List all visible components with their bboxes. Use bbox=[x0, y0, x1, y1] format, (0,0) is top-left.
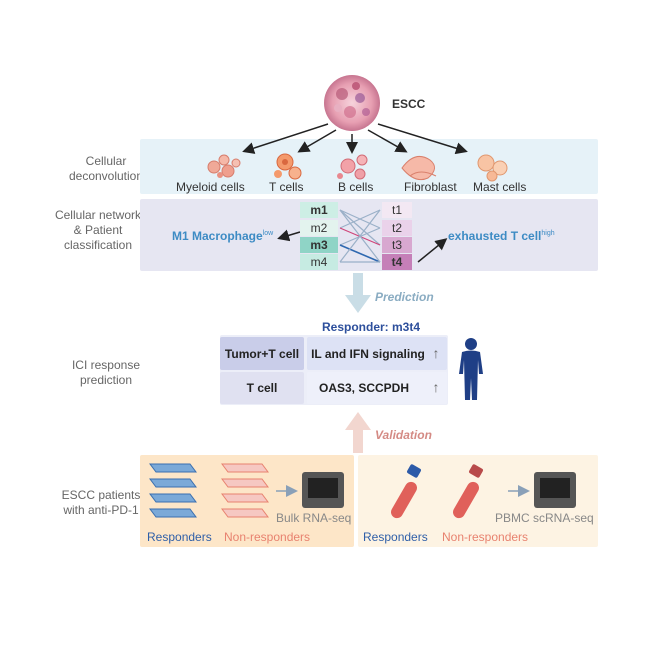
exhausted-t-cell-text: exhausted T cell bbox=[448, 229, 542, 243]
row-label-patients: ESCC patients with anti-PD-1 bbox=[61, 488, 141, 517]
pbmc-responders-label: Responders bbox=[363, 530, 428, 544]
table-row1-arrow: ↑ bbox=[432, 345, 440, 361]
m-node-2: m2 bbox=[300, 220, 338, 236]
fibroblast-icon bbox=[401, 155, 437, 181]
network-edges bbox=[339, 209, 381, 263]
m1-macrophage-sup: low bbox=[262, 230, 274, 237]
mast-cells-icon bbox=[477, 154, 508, 182]
m-node-3: m3 bbox=[300, 237, 338, 253]
prediction-arrow bbox=[345, 273, 371, 313]
bulk-nonresponders-label: Non-responders bbox=[224, 530, 311, 544]
responder-label: Responder: m3t4 bbox=[322, 320, 421, 334]
t-node-4: t4 bbox=[382, 254, 412, 270]
cell-label-fibroblast: Fibroblast bbox=[404, 180, 457, 194]
table-name-col-row2 bbox=[220, 372, 304, 404]
table-name-col-row1 bbox=[220, 337, 304, 370]
exhausted-t-cell-label: exhausted T cellhigh bbox=[448, 229, 555, 243]
cell-label-myeloid: Myeloid cells bbox=[176, 180, 245, 194]
t-node-2: t2 bbox=[382, 220, 412, 236]
table-row2-name: T cell bbox=[246, 381, 278, 395]
cell-label-mast: Mast cells bbox=[473, 180, 527, 194]
table-row1-name: Tumor+T cell bbox=[224, 347, 300, 361]
pbmc-nonresponders-label: Non-responders bbox=[442, 530, 529, 544]
nonresponder-tube-icon bbox=[453, 464, 483, 519]
m1-macrophage-label: M1 Macrophagelow bbox=[172, 229, 273, 243]
row-label-network: Cellular network & Patient classificatio… bbox=[54, 208, 142, 252]
m-node-4: m4 bbox=[300, 254, 338, 270]
b-cells-icon bbox=[337, 154, 368, 180]
m1-macrophage-text: M1 Macrophage bbox=[172, 229, 263, 243]
validation-arrow bbox=[345, 412, 371, 453]
validation-label: Validation bbox=[375, 428, 432, 442]
myeloid-cells-icon bbox=[207, 154, 241, 178]
nonresponder-slides-icon bbox=[221, 463, 269, 518]
tumor-title: ESCC bbox=[392, 97, 426, 111]
table-row1-result: IL and IFN signaling bbox=[311, 347, 425, 361]
prediction-label: Prediction bbox=[375, 290, 434, 304]
row-label-deconvolution: Cellular deconvolution bbox=[68, 154, 144, 183]
table-result-row2 bbox=[307, 372, 447, 404]
cell-label-b: B cells bbox=[338, 180, 374, 194]
tumor-icon bbox=[324, 75, 380, 131]
pbmc-method-label: PBMC scRNA-seq bbox=[495, 511, 594, 525]
cell-label-t: T cells bbox=[269, 180, 304, 194]
table-row2-result: OAS3, SCCPDH bbox=[318, 381, 410, 395]
t-cells-icon bbox=[274, 153, 302, 180]
sequencer-icon-left bbox=[302, 472, 344, 508]
sequencer-icon-right bbox=[534, 472, 576, 508]
tumor-arrows bbox=[242, 123, 468, 155]
m-node-1: m1 bbox=[300, 202, 338, 218]
bulk-responders-label: Responders bbox=[147, 530, 212, 544]
bulk-method-label: Bulk RNA-seq bbox=[276, 511, 352, 525]
t-node-1: t1 bbox=[382, 202, 412, 218]
human-figure-icon bbox=[459, 338, 483, 400]
responder-slides-icon bbox=[149, 463, 197, 518]
row-label-ici: ICI response prediction bbox=[71, 358, 141, 387]
responder-tube-icon bbox=[391, 464, 421, 519]
exhausted-t-cell-sup: high bbox=[541, 230, 555, 237]
table-row2-arrow: ↑ bbox=[432, 379, 440, 395]
table-result-row1 bbox=[307, 337, 447, 370]
t-node-3: t3 bbox=[382, 237, 412, 253]
